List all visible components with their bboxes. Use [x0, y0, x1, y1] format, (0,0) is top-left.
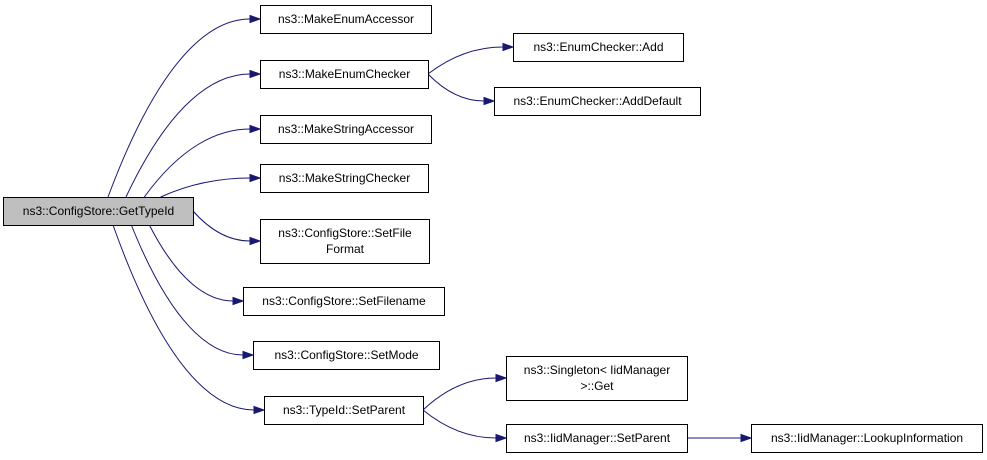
edge-typeid_set_parent-to-iid_manager_set_parent: [422, 409, 497, 439]
node-box[interactable]: [494, 87, 701, 116]
node-label: ns3::ConfigStore::SetMode: [274, 348, 418, 362]
node-label: ns3::MakeEnumAccessor: [278, 12, 414, 26]
arrowhead-typeid_set_parent-to-iid_manager_set_parent: [495, 433, 508, 443]
edge-get_type_id-to-set_file_format: [192, 210, 251, 242]
node-box[interactable]: [260, 219, 430, 264]
node-label: >::Get: [580, 379, 614, 393]
node-get-type-id[interactable]: ns3::ConfigStore::GetTypeId: [3, 197, 194, 226]
arrowhead-iid_manager_set_parent-to-iid_manager_lookup: [740, 433, 753, 443]
edge-get_type_id-to-set_filename: [148, 224, 234, 302]
node-label: ns3::ConfigStore::SetFile: [278, 226, 412, 240]
node-label: ns3::IidManager::LookupInformation: [771, 431, 963, 445]
arrowhead-get_type_id-to-make_enum_accessor: [249, 14, 262, 24]
node-label: ns3::MakeStringAccessor: [278, 122, 414, 136]
nodes-layer: ns3::ConfigStore::GetTypeId ns3::MakeEnum…: [3, 5, 983, 453]
node-make-enum-checker[interactable]: ns3::MakeEnumChecker: [260, 60, 429, 89]
node-label: ns3::ConfigStore::SetFilename: [262, 294, 426, 308]
edge-make_enum_checker-to-enum_checker_add_default: [427, 73, 485, 102]
node-set-mode[interactable]: ns3::ConfigStore::SetMode: [253, 341, 440, 370]
node-label: ns3::ConfigStore::GetTypeId: [23, 204, 174, 218]
node-make-enum-accessor[interactable]: ns3::MakeEnumAccessor: [260, 5, 432, 34]
edge-get_type_id-to-make_string_accessor: [143, 128, 251, 198]
arrowhead-make_enum_checker-to-enum_checker_add: [502, 42, 515, 52]
node-enum-checker-add[interactable]: ns3::EnumChecker::Add: [513, 33, 684, 62]
node-label: Format: [326, 242, 365, 256]
node-make-string-checker[interactable]: ns3::MakeStringChecker: [260, 164, 429, 193]
arrowhead-typeid_set_parent-to-singleton_get: [495, 373, 508, 383]
node-box[interactable]: [260, 60, 429, 89]
node-box[interactable]: [260, 5, 432, 34]
arrowhead-get_type_id-to-set_mode: [242, 350, 255, 360]
arrowhead-get_type_id-to-typeid_set_parent: [253, 405, 266, 415]
arrowhead-get_type_id-to-set_filename: [232, 296, 245, 306]
node-label: ns3::TypeId::SetParent: [283, 403, 406, 417]
node-label: ns3::MakeEnumChecker: [279, 67, 410, 81]
node-box[interactable]: [260, 164, 429, 193]
node-label: ns3::EnumChecker::Add: [533, 40, 663, 54]
node-label: ns3::Singleton< IidManager: [524, 363, 670, 377]
node-box[interactable]: [253, 341, 440, 370]
edge-get_type_id-to-make_enum_accessor: [107, 18, 251, 198]
arrowhead-make_enum_checker-to-enum_checker_add_default: [483, 96, 496, 106]
edges-layer: [107, 14, 753, 443]
node-box[interactable]: [3, 197, 194, 226]
node-typeid-set-parent[interactable]: ns3::TypeId::SetParent: [264, 396, 424, 425]
node-enum-checker-add-default[interactable]: ns3::EnumChecker::AddDefault: [494, 87, 701, 116]
node-label: ns3::MakeStringChecker: [279, 171, 410, 185]
edge-make_enum_checker-to-enum_checker_add: [427, 46, 504, 75]
node-box[interactable]: [751, 424, 983, 453]
arrowhead-get_type_id-to-make_string_checker: [249, 173, 262, 183]
arrowhead-get_type_id-to-make_string_accessor: [249, 124, 262, 134]
node-box[interactable]: [264, 396, 424, 425]
node-box[interactable]: [513, 33, 684, 62]
edge-typeid_set_parent-to-singleton_get: [422, 377, 497, 411]
node-label: ns3::EnumChecker::AddDefault: [513, 94, 682, 108]
node-iid-manager-set-parent[interactable]: ns3::IidManager::SetParent: [506, 424, 688, 453]
node-box[interactable]: [260, 115, 432, 144]
node-make-string-accessor[interactable]: ns3::MakeStringAccessor: [260, 115, 432, 144]
node-box[interactable]: [506, 356, 688, 401]
edge-get_type_id-to-make_enum_checker: [125, 73, 251, 198]
node-label: ns3::IidManager::SetParent: [524, 431, 671, 445]
node-box[interactable]: [506, 424, 688, 453]
edge-get_type_id-to-make_string_checker: [160, 177, 251, 198]
node-box[interactable]: [243, 287, 445, 316]
node-iid-manager-lookup[interactable]: ns3::IidManager::LookupInformation: [751, 424, 983, 453]
node-set-filename[interactable]: ns3::ConfigStore::SetFilename: [243, 287, 445, 316]
arrowhead-get_type_id-to-set_file_format: [249, 236, 262, 246]
node-singleton-get[interactable]: ns3::Singleton< IidManager>::Get: [506, 356, 688, 401]
edge-get_type_id-to-set_mode: [130, 224, 244, 356]
edge-get_type_id-to-typeid_set_parent: [112, 224, 255, 411]
arrowhead-get_type_id-to-make_enum_checker: [249, 69, 262, 79]
